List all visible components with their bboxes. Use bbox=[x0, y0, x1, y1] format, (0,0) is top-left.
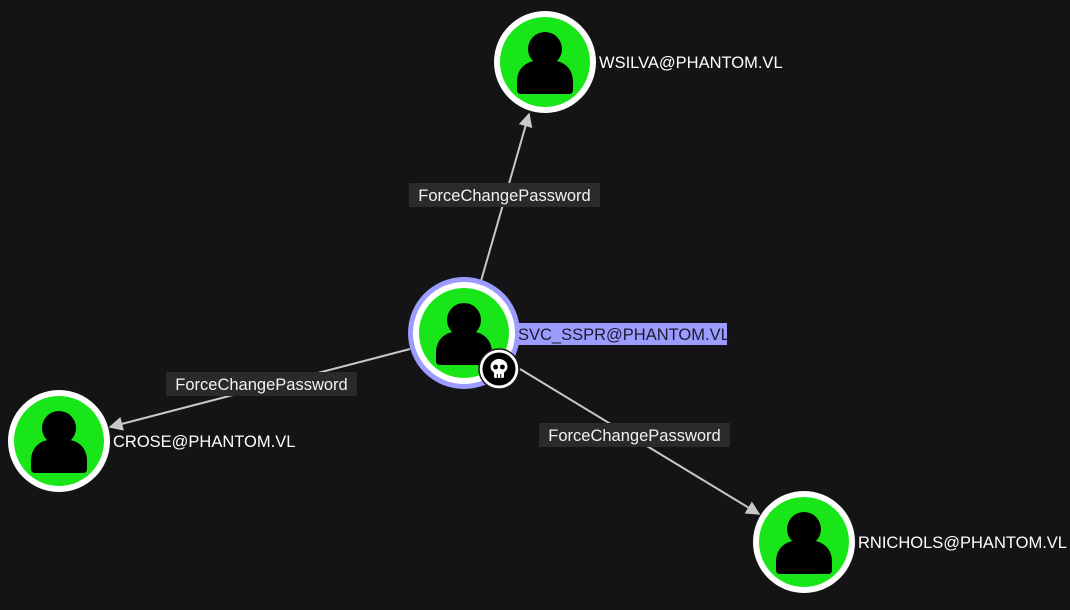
node-wsilva[interactable] bbox=[494, 11, 596, 113]
edge-label-rnichols-text: ForceChangePassword bbox=[548, 427, 720, 445]
node-rnichols-label: RNICHOLS@PHANTOM.VL bbox=[858, 534, 1067, 552]
edge-label-rnichols[interactable]: ForceChangePassword bbox=[539, 423, 730, 447]
node-crose-label: CROSE@PHANTOM.VL bbox=[113, 433, 295, 451]
edge-label-wsilva-text: ForceChangePassword bbox=[418, 187, 590, 205]
node-wsilva-label: WSILVA@PHANTOM.VL bbox=[599, 54, 783, 72]
node-svc-sspr-label: SVC_SSPR@PHANTOM.VL bbox=[518, 326, 730, 344]
skull-icon bbox=[478, 348, 520, 390]
node-svc-sspr[interactable] bbox=[408, 277, 520, 390]
edge-label-crose-text: ForceChangePassword bbox=[175, 376, 347, 394]
node-svc-sspr-label-highlight bbox=[516, 323, 727, 345]
node-rnichols[interactable] bbox=[753, 491, 855, 593]
node-crose[interactable] bbox=[8, 390, 110, 492]
edge-label-wsilva[interactable]: ForceChangePassword bbox=[409, 183, 600, 207]
edge-label-crose[interactable]: ForceChangePassword bbox=[166, 372, 357, 396]
